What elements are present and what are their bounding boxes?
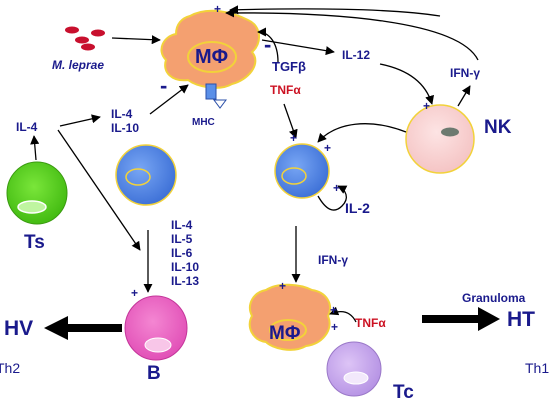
arrow-il12-to-nk [379, 63, 434, 105]
tc-label: Tc [393, 382, 414, 403]
plus-sign: + [324, 141, 332, 155]
il4-left-label: IL-4 [16, 120, 38, 134]
macrophage-bottom-label: MΦ [269, 323, 301, 344]
arrow-il4-il10-to-macrophage [149, 84, 189, 115]
signaling-arrows [30, 5, 479, 323]
arrow-nk-feedback-line [229, 5, 441, 17]
arrow-il4-to-il4-il10 [59, 114, 101, 127]
th1-cell [274, 143, 330, 199]
il12-label: IL-12 [342, 48, 371, 62]
plus-sign: + [423, 99, 431, 113]
minus-sign: - [160, 73, 168, 98]
tnf-alpha-top-label: TNFα [270, 83, 301, 97]
b-cytokine-item: IL-6 [171, 246, 193, 260]
arrow-il2-loop [317, 185, 348, 211]
plus-sign: + [214, 2, 222, 16]
arrow-macrophage-to-il12 [261, 39, 335, 56]
b-cytokine-item: IL-5 [171, 232, 193, 246]
minus-sign: - [264, 32, 272, 57]
plus-sign: + [331, 320, 339, 334]
plus-sign: + [131, 286, 139, 300]
il4-il10-list: IL-4 IL-10 [111, 107, 139, 135]
b-cytokine-item: IL-13 [171, 274, 200, 288]
b-label: B [147, 363, 161, 384]
arrow-nk-to-ifng [457, 85, 471, 107]
arrow-tnfa-to-th1 [283, 103, 298, 139]
il4-il10-item: IL-10 [111, 121, 140, 135]
th2-precursor-cell [115, 144, 177, 206]
tgf-beta-label: TGFβ [272, 59, 306, 74]
block-arrow-to-ht [422, 307, 500, 331]
b-cytokine-item: IL-4 [171, 218, 193, 232]
arrow-ts-to-il4 [30, 135, 40, 161]
b-cell [124, 295, 188, 361]
il4-il10-item: IL-4 [111, 107, 133, 121]
ts-label: Ts [24, 232, 45, 253]
macrophage-top-label: MΦ [195, 46, 229, 68]
arrow-tgfb-to-macrophage [257, 27, 279, 63]
arrow-il4-to-b-cell [57, 129, 141, 251]
tc-cell [326, 341, 382, 397]
block-arrows [44, 307, 500, 340]
plus-sign: + [330, 303, 338, 317]
ifn-gamma-mid-label: IFN-γ [318, 253, 348, 267]
th2-label: Th2 [0, 360, 21, 376]
il2-label: IL-2 [345, 200, 370, 216]
arrow-tnfa-bottom-loop [329, 306, 357, 323]
ht-label: HT [507, 308, 535, 331]
ts-cell [6, 161, 68, 225]
tnf-alpha-bottom-label: TNFα [355, 316, 386, 330]
hv-label: HV [4, 317, 34, 340]
macrophage-bottom-cell [248, 283, 331, 351]
arrow-ifng-to-macrophage [225, 8, 479, 61]
b-cytokine-item: IL-10 [171, 260, 200, 274]
m-leprae-bacteria [65, 26, 105, 51]
m-leprae-label: M. leprae [52, 58, 105, 72]
block-arrow-to-hv [44, 316, 122, 340]
plus-sign: + [279, 279, 287, 293]
th1-label: Th1 [525, 360, 550, 376]
mhc-receptor [205, 83, 227, 109]
mhc-label: MHC [192, 117, 215, 128]
nk-label: NK [484, 117, 512, 138]
plus-sign: + [333, 181, 341, 195]
ifn-gamma-top-label: IFN-γ [450, 66, 480, 80]
arrow-leprae-to-macrophage [111, 35, 161, 45]
plus-sign: + [290, 131, 298, 145]
b-cell-cytokine-list: IL-4 IL-5 IL-6 IL-10 IL-13 [171, 218, 199, 288]
arrow-nk-to-th1 [317, 123, 407, 143]
nk-cell [405, 104, 475, 174]
granuloma-label: Granuloma [462, 291, 526, 305]
